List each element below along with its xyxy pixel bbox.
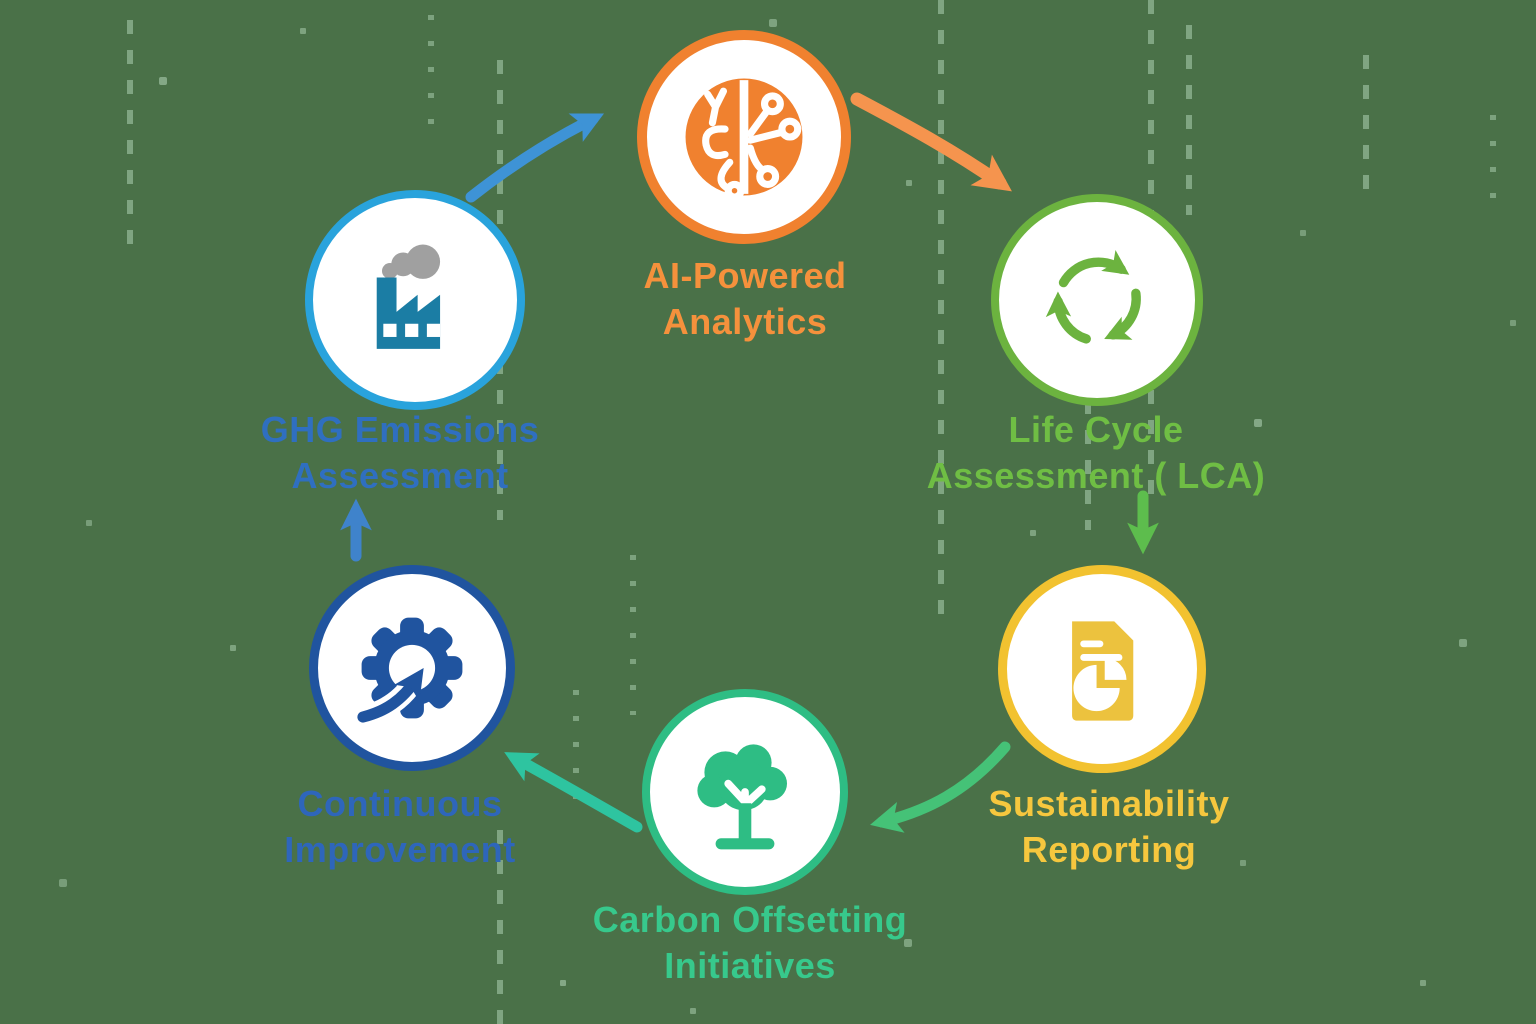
label-line: AI-Powered (643, 255, 847, 296)
ai-brain-circuit-icon (685, 78, 803, 201)
label-line: GHG Emissions (260, 409, 540, 450)
arrow-carbon-to-continuous (504, 752, 643, 833)
node-sustainability-reporting (998, 565, 1206, 773)
label-line: Continuous (297, 783, 503, 824)
node-ghg-emissions-assessment (305, 190, 525, 410)
label-line: Carbon Offsetting (592, 899, 908, 940)
label-line: Assessment ( LCA) (926, 455, 1266, 496)
gear-arrow-icon (355, 617, 463, 727)
arrow-ai-to-lca (850, 92, 1012, 192)
node-continuous-improvement (309, 565, 515, 771)
factory-icon (376, 244, 441, 349)
node-life-cycle-assessment (991, 194, 1203, 406)
label-carbon-offsetting-initiatives: Carbon Offsetting Initiatives (500, 897, 1000, 989)
label-line: Sustainability (988, 783, 1230, 824)
label-line: Improvement (284, 829, 516, 870)
label-line: Initiatives (664, 945, 836, 986)
arrow-sustainability-to-carbon (870, 741, 1011, 833)
label-ai-powered-analytics: AI-Powered Analytics (545, 253, 945, 345)
label-life-cycle-assessment: Life Cycle Assessment ( LCA) (846, 407, 1346, 499)
node-carbon-offsetting-initiatives (642, 689, 848, 895)
recycle-arrows-icon (1045, 250, 1141, 344)
label-line: Life Cycle (1008, 409, 1184, 450)
tree-icon (697, 744, 787, 850)
label-continuous-improvement: Continuous Improvement (200, 781, 600, 873)
label-ghg-emissions-assessment: GHG Emissions Assessment (150, 407, 650, 499)
label-line: Reporting (1021, 829, 1197, 870)
label-sustainability-reporting: Sustainability Reporting (909, 781, 1309, 873)
arrow-ghg-to-ai (465, 113, 605, 203)
report-document-icon (1072, 621, 1134, 721)
label-line: Assessment (291, 455, 509, 496)
label-line: Analytics (662, 301, 828, 342)
node-ai-powered-analytics (637, 30, 851, 244)
